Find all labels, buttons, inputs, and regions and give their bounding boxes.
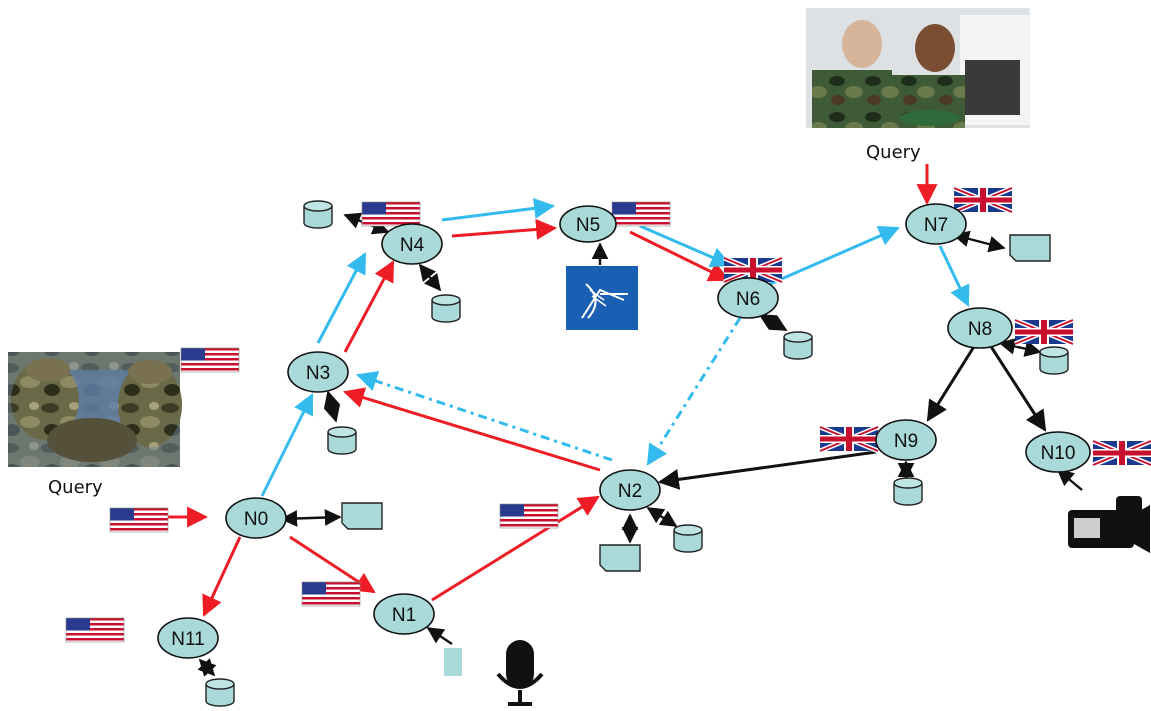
uk-flag [1093, 441, 1151, 465]
us-flag [611, 201, 671, 227]
document-icon [599, 544, 641, 572]
node-n4: N4 [381, 223, 443, 265]
svg-text:N3: N3 [306, 363, 330, 384]
soldiers-photo [8, 352, 182, 467]
query-caption-left: Query [48, 477, 103, 498]
svg-text:N11: N11 [171, 629, 204, 650]
uk-flag [954, 188, 1012, 212]
edge-n4-n5-red [451, 218, 558, 240]
document-icon [1009, 234, 1051, 262]
edge-n7-n8-blue [938, 245, 970, 307]
us-flag [180, 347, 240, 373]
node-n6: N6 [717, 277, 779, 319]
node-n11: N11 [157, 617, 219, 659]
node-n2: N2 [599, 469, 661, 511]
svg-text:N7: N7 [924, 215, 948, 236]
uk-flag [820, 427, 878, 451]
node-n10: N10 [1025, 431, 1091, 473]
analysts-photo [806, 8, 1030, 128]
edge-n4-n5-blue [441, 197, 556, 222]
sensor-block [444, 648, 462, 676]
node-n9: N9 [875, 419, 937, 461]
edge-n5-n6-red [629, 230, 730, 282]
database-icon [673, 524, 703, 553]
attachment-links [197, 212, 1083, 677]
node-n1: N1 [373, 593, 435, 635]
us-flag [301, 581, 361, 607]
edge-n8-n9 [926, 344, 977, 422]
us-flag [499, 503, 559, 529]
svg-text:N1: N1 [392, 605, 416, 626]
us-flag [65, 617, 125, 643]
svg-text:N8: N8 [968, 319, 992, 340]
flags [65, 188, 1151, 643]
node-n5: N5 [559, 205, 617, 243]
edge-n6-n2-dashed [646, 317, 742, 466]
node-n7: N7 [905, 203, 967, 245]
node-n3: N3 [287, 351, 349, 393]
edge-n9-n2 [657, 450, 877, 490]
antenna-icon [566, 266, 638, 330]
svg-text:N5: N5 [576, 215, 600, 236]
database-icon [327, 426, 357, 455]
database-icon [303, 200, 333, 229]
database-icon [893, 477, 923, 506]
svg-text:N4: N4 [400, 235, 425, 256]
nodes: N0 N1 N2 N3 N4 N5 N6 N7 N8 N9 N10 N11 [157, 203, 1091, 659]
node-n0: N0 [225, 497, 287, 539]
stores [205, 200, 1069, 707]
edge-n2-n3-dashed [356, 371, 613, 462]
edge-n2-n3-red [342, 387, 601, 472]
node-n8: N8 [947, 307, 1013, 349]
query-caption-top: Query [866, 142, 921, 163]
database-icon [205, 678, 235, 707]
svg-text:N9: N9 [894, 431, 918, 452]
edge-n5-n6-blue [639, 224, 732, 268]
database-icon [431, 294, 461, 323]
edge-n1-n2 [431, 495, 600, 602]
edge-n0-n3 [260, 393, 314, 497]
video-camera-icon [1068, 496, 1150, 553]
edge-n8-n10 [988, 344, 1047, 432]
edge-n0-n11 [202, 536, 242, 617]
uk-flag [1015, 320, 1073, 344]
svg-text:N0: N0 [244, 509, 268, 530]
edges [168, 164, 1047, 617]
edge-n6-n7-blue [769, 225, 900, 286]
database-icon [1039, 346, 1069, 375]
svg-text:N6: N6 [736, 289, 760, 310]
us-flag [361, 201, 421, 227]
edge-n3-n4-blue [316, 252, 367, 344]
svg-text:N10: N10 [1041, 443, 1076, 464]
database-icon [783, 331, 813, 360]
document-icon [341, 502, 383, 530]
us-flag [109, 507, 169, 533]
svg-text:N2: N2 [618, 481, 642, 502]
microphone-icon [496, 640, 544, 706]
edge-n3-n4-red [343, 260, 395, 353]
